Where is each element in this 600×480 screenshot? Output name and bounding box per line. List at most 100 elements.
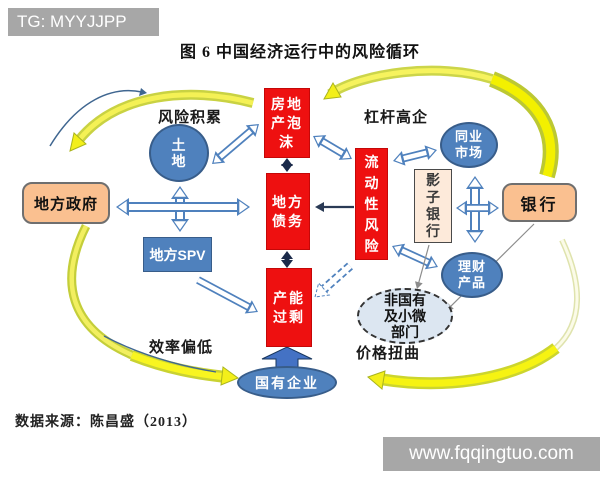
watermark-site-text: www.fqqingtuo.com xyxy=(409,443,574,464)
arrow-liquidity-interbank-shaft-core xyxy=(400,149,430,162)
node-property-bubble: 房地 产泡 沫 xyxy=(264,88,310,158)
node-label-line: 地方 xyxy=(272,193,304,210)
node-label-line: 土 xyxy=(171,137,187,153)
ribbon-top-left-core xyxy=(77,92,254,142)
node-label-line: 及小微 xyxy=(384,308,426,324)
node-liquidity-risk: 流 动 性 风 险 xyxy=(355,148,388,260)
watermark-site-banner: www.fqqingtuo.com xyxy=(383,437,600,471)
watermark-tg-text: TG: MYYJJPP xyxy=(17,12,127,31)
arrowhead xyxy=(490,203,497,213)
node-label-line: 子 xyxy=(426,189,440,205)
node-label-line: 非国有 xyxy=(384,292,426,308)
arrowhead xyxy=(469,232,481,241)
node-label-line: 风 xyxy=(364,216,379,233)
node-label-line: 性 xyxy=(364,195,379,212)
arrow-soe-overcapacity xyxy=(261,346,313,368)
yellow-arrowhead xyxy=(69,132,87,152)
arrowhead xyxy=(315,202,324,212)
label-risk-accumulation: 风险积累 xyxy=(158,110,223,126)
node-land: 土 地 xyxy=(149,124,209,182)
node-label-line: 债务 xyxy=(272,212,304,229)
thin-cycle-curve xyxy=(49,89,143,147)
node-label-line: 部门 xyxy=(391,324,419,340)
node-label-line: 地 xyxy=(171,153,187,169)
node-label-line: 过剩 xyxy=(273,308,305,325)
label-price-distortion: 价格扭曲 xyxy=(356,346,421,362)
node-wealth-products: 理财 产品 xyxy=(441,252,503,298)
ribbon-bottom-right-core xyxy=(379,345,559,387)
node-label-line: 同业 xyxy=(454,129,483,144)
node-label-line: 理财 xyxy=(457,259,486,274)
arrowhead xyxy=(248,303,257,312)
node-label-line: 产品 xyxy=(457,275,486,290)
arrowhead xyxy=(281,158,293,166)
arrowhead xyxy=(281,260,293,268)
node-local-debt: 地方 债务 xyxy=(266,173,310,250)
node-bank: 银行 xyxy=(502,183,577,222)
arrow-land-bubble-shaft-core xyxy=(217,127,254,161)
arrow-liquidity-overcapacity-shaft-core xyxy=(320,263,352,293)
label-high-leverage: 杠杆高企 xyxy=(364,110,429,126)
figure-title: 图 6 中国经济运行中的风险循环 xyxy=(179,44,420,61)
arrowhead xyxy=(342,150,351,159)
node-interbank-market: 同业 市场 xyxy=(440,122,498,168)
node-label-line: 行 xyxy=(426,223,440,239)
node-label-line: 银 xyxy=(426,206,440,222)
node-label-line: 险 xyxy=(364,237,379,254)
arrowhead xyxy=(314,136,323,145)
arrowhead xyxy=(469,178,481,187)
node-label-line: 流 xyxy=(364,153,379,170)
node-label-line: 产能 xyxy=(273,289,305,306)
node-label-line: 市场 xyxy=(454,145,483,160)
connector-arrows xyxy=(116,124,535,314)
data-source-note: 数据来源：陈昌盛（2013） xyxy=(15,415,197,430)
node-local-government: 地方政府 xyxy=(22,182,110,224)
arrowhead xyxy=(249,125,258,134)
arrowhead xyxy=(428,259,436,268)
arrow-bubble-liquidity-shaft-core xyxy=(319,138,346,157)
yellow-arrowhead xyxy=(323,81,342,100)
node-shadow-bank: 影 子 银 行 xyxy=(414,169,452,243)
arrowhead xyxy=(239,201,248,213)
arrowhead xyxy=(314,282,331,298)
node-soe: 国有企业 xyxy=(237,366,337,399)
node-label-line: 影 xyxy=(426,172,440,188)
node-label-line: 动 xyxy=(364,174,379,191)
cycle-ribbons xyxy=(49,65,580,390)
node-local-spv: 地方SPV xyxy=(143,237,212,272)
arrowhead xyxy=(394,245,402,254)
node-label: 国有企业 xyxy=(255,374,319,391)
arrowhead xyxy=(395,154,403,164)
yellow-arrowhead xyxy=(220,366,240,386)
node-label: 银行 xyxy=(520,196,559,214)
ribbon-bottom-right-tail-core xyxy=(554,239,579,350)
arrowhead xyxy=(174,221,186,230)
arrowhead xyxy=(281,251,293,259)
node-label-line: 房地 xyxy=(271,95,303,112)
node-label: 地方政府 xyxy=(33,195,98,213)
node-non-state-sector: 非国有 及小微 部门 xyxy=(357,288,453,344)
watermark-tg-banner: TG: MYYJJPP xyxy=(8,8,159,36)
yellow-arrowhead xyxy=(367,370,386,390)
ribbon-top-right-tail-core xyxy=(328,68,493,97)
arrowhead xyxy=(118,201,127,213)
ribbon-top-right-core xyxy=(490,74,556,178)
arrowhead xyxy=(414,281,423,289)
arrowhead xyxy=(427,147,435,157)
thin-arrowhead xyxy=(139,88,147,96)
thin-cycle-curve xyxy=(103,335,217,373)
node-label: 地方SPV xyxy=(149,246,206,263)
arrowhead xyxy=(458,203,465,213)
node-overcapacity: 产能 过剩 xyxy=(266,268,312,347)
ribbon-bottom-right-tail xyxy=(553,238,580,351)
arrowhead xyxy=(213,154,222,163)
node-label-line: 产泡 xyxy=(271,114,303,131)
ribbon-bottom-left-core xyxy=(69,224,133,358)
node-label-line: 沫 xyxy=(279,133,295,150)
arrow-shadow-nonstate-shaft xyxy=(417,244,430,284)
arrowhead xyxy=(174,188,186,197)
ribbon-bottom-left-head-core xyxy=(130,351,227,381)
arrow-spv-overcapacity-shaft-core xyxy=(196,278,252,310)
